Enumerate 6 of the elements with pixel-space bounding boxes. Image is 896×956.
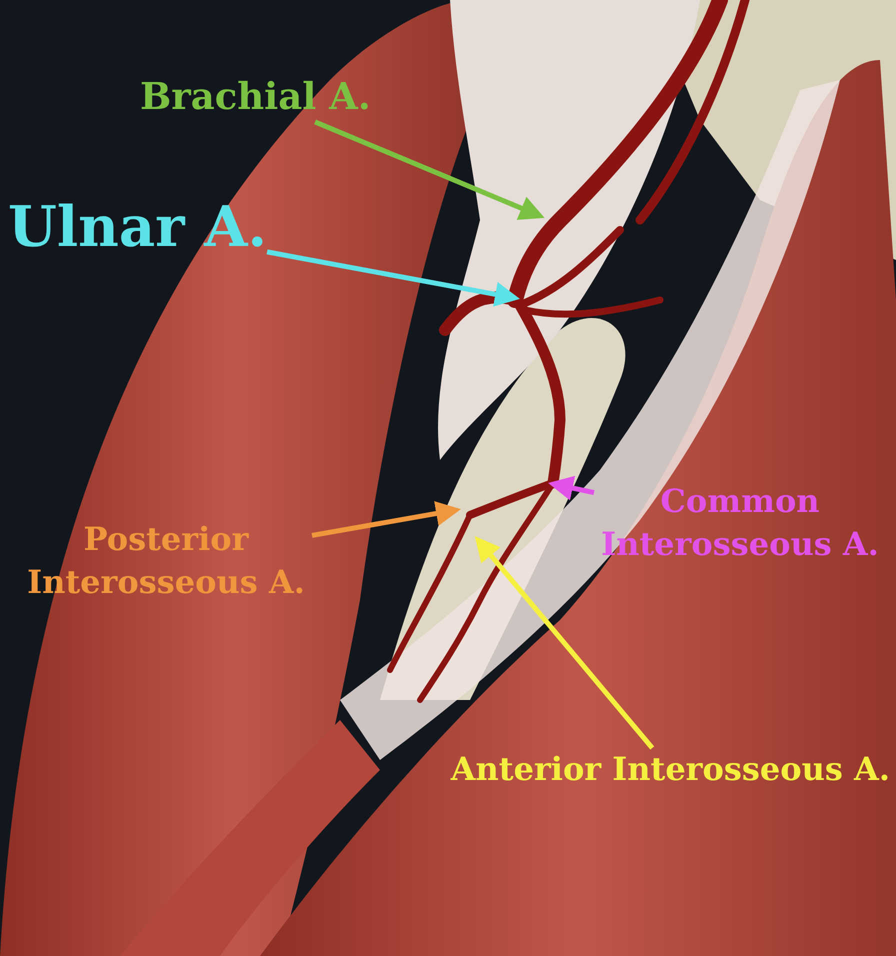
- artery-label: Anterior Interosseous A.: [450, 748, 890, 792]
- artery-label: Brachial A.: [140, 72, 371, 122]
- leader-arrow: [312, 501, 461, 538]
- leader-arrow: [266, 249, 520, 307]
- leader-arrow: [314, 120, 545, 220]
- leader-arrow: [474, 536, 654, 750]
